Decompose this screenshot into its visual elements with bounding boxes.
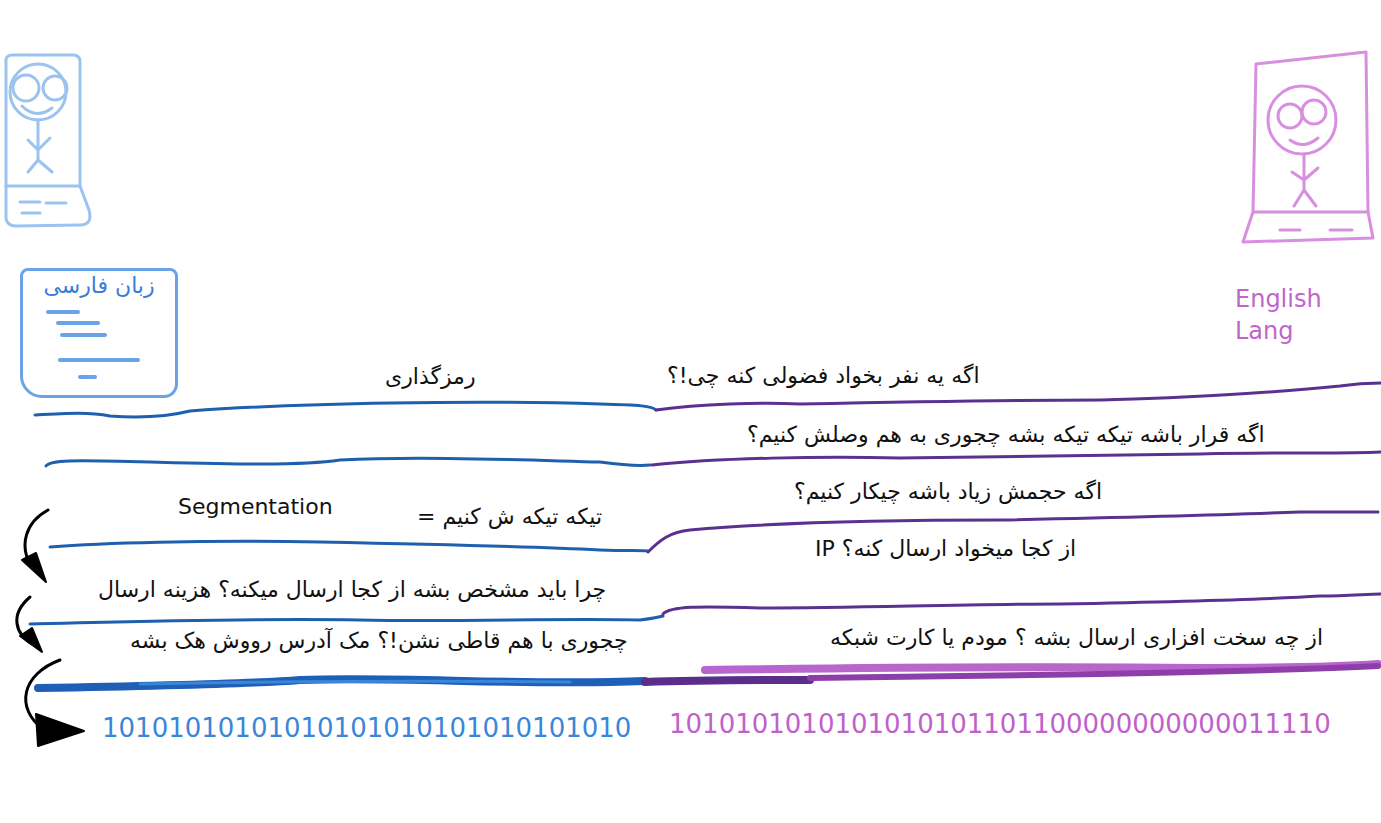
document-box: زبان فارسی xyxy=(20,268,178,398)
left-person-phone xyxy=(6,55,90,226)
layer-question: اگه قرار باشه تیکه تیکه بشه چجوری به هم … xyxy=(745,422,1267,448)
document-lines xyxy=(48,312,138,377)
layer-question: اگه یه نفر بخواد فضولی کنه چی!؟ xyxy=(665,363,982,389)
layer-question: از کجا میخواد ارسال کنه؟ IP xyxy=(813,536,1078,562)
right-person-phone xyxy=(1243,52,1373,242)
arrow-heads xyxy=(20,553,84,746)
english-stack-lines xyxy=(645,383,1381,682)
language-label: English Lang xyxy=(1233,283,1349,348)
layer-question: اگه حجمش زیاد باشه چیکار کنیم؟ xyxy=(792,479,1104,505)
layer-note: رمزگذاری xyxy=(383,364,478,390)
binary-stream: 10101010101010101010101010101010 xyxy=(100,713,633,744)
layer-note: چجوری با هم قاطی نشن!؟ مک آدرس رووش هک ب… xyxy=(128,628,630,654)
document-title: زبان فارسی xyxy=(23,271,175,299)
layer-note: تیکه تیکه ش کنیم = xyxy=(415,504,604,530)
binary-stream: 1010101010101010101101100000000000011110 xyxy=(667,709,1333,740)
flow-arrows xyxy=(17,510,60,730)
layer-note: چرا باید مشخص بشه از کجا ارسال میکنه؟ هز… xyxy=(96,577,608,603)
layer-term: Segmentation xyxy=(176,494,335,520)
layer-question: از چه سخت افزاری ارسال بشه ؟ مودم یا کار… xyxy=(828,625,1325,651)
persian-stack-lines xyxy=(30,402,663,688)
